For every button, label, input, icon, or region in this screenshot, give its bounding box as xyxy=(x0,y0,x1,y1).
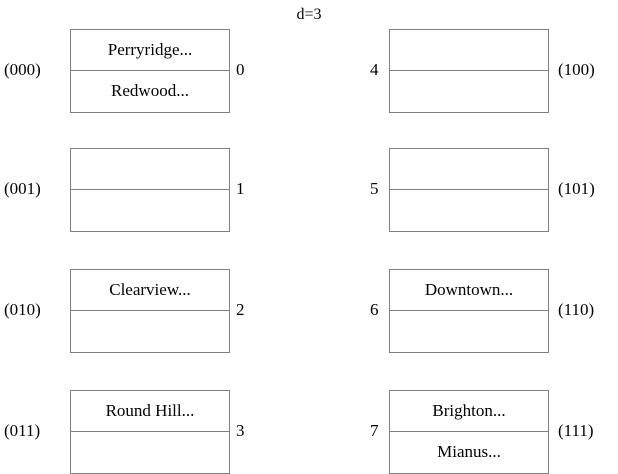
bucket-1-hash-label: (001) xyxy=(4,179,41,198)
bucket-1-slot-divider xyxy=(71,189,229,190)
bucket-2-index-label: 2 xyxy=(236,300,245,319)
bucket-3-box[interactable]: Round Hill... xyxy=(70,390,230,474)
bucket-7-box[interactable]: Brighton... Mianus... xyxy=(389,390,549,474)
bucket-4-slot-divider xyxy=(390,70,548,71)
bucket-6-box[interactable]: Downtown... xyxy=(389,269,549,353)
bucket-0-slot-0[interactable]: Perryridge... xyxy=(107,40,193,59)
bucket-0-slot-divider xyxy=(71,70,229,71)
bucket-2-box[interactable]: Clearview... xyxy=(70,269,230,353)
bucket-6-slot-1[interactable] xyxy=(390,311,548,351)
bucket-1-box[interactable] xyxy=(70,148,230,232)
bucket-7-slot-1[interactable]: Mianus... xyxy=(437,442,501,461)
bucket-7-index-label: 7 xyxy=(370,421,379,440)
diagram-title: d=3 xyxy=(296,6,322,23)
bucket-0-slot-1[interactable]: Redwood... xyxy=(111,81,189,100)
bucket-3-slot-0[interactable]: Round Hill... xyxy=(105,401,195,420)
bucket-5-slot-1[interactable] xyxy=(390,190,548,230)
bucket-5-slot-0[interactable] xyxy=(390,149,548,189)
bucket-2-slot-0[interactable]: Clearview... xyxy=(109,280,191,299)
bucket-2-hash-label: (010) xyxy=(4,300,41,319)
bucket-4-slot-0[interactable] xyxy=(390,30,548,70)
bucket-2-slot-divider xyxy=(71,310,229,311)
bucket-1-index-label: 1 xyxy=(236,179,245,198)
bucket-0-hash-label: (000) xyxy=(4,60,41,79)
bucket-5-box[interactable] xyxy=(389,148,549,232)
bucket-0-index-label: 0 xyxy=(236,60,245,79)
bucket-6-hash-label: (110) xyxy=(558,300,595,319)
bucket-3-slot-divider xyxy=(71,431,229,432)
bucket-6-index-label: 6 xyxy=(370,300,379,319)
bucket-7-slot-0[interactable]: Brighton... xyxy=(432,401,506,420)
bucket-4-hash-label: (100) xyxy=(558,60,595,79)
bucket-7-slot-divider xyxy=(390,431,548,432)
bucket-5-slot-divider xyxy=(390,189,548,190)
bucket-6-slot-0[interactable]: Downtown... xyxy=(424,280,514,299)
bucket-4-slot-1[interactable] xyxy=(390,71,548,111)
bucket-4-box[interactable] xyxy=(389,29,549,113)
bucket-0-box[interactable]: Perryridge... Redwood... xyxy=(70,29,230,113)
bucket-4-index-label: 4 xyxy=(370,60,379,79)
bucket-3-index-label: 3 xyxy=(236,421,245,440)
bucket-5-hash-label: (101) xyxy=(558,179,595,198)
bucket-5-index-label: 5 xyxy=(370,179,379,198)
bucket-7-hash-label: (111) xyxy=(558,421,594,440)
bucket-3-hash-label: (011) xyxy=(4,421,41,440)
bucket-6-slot-divider xyxy=(390,310,548,311)
